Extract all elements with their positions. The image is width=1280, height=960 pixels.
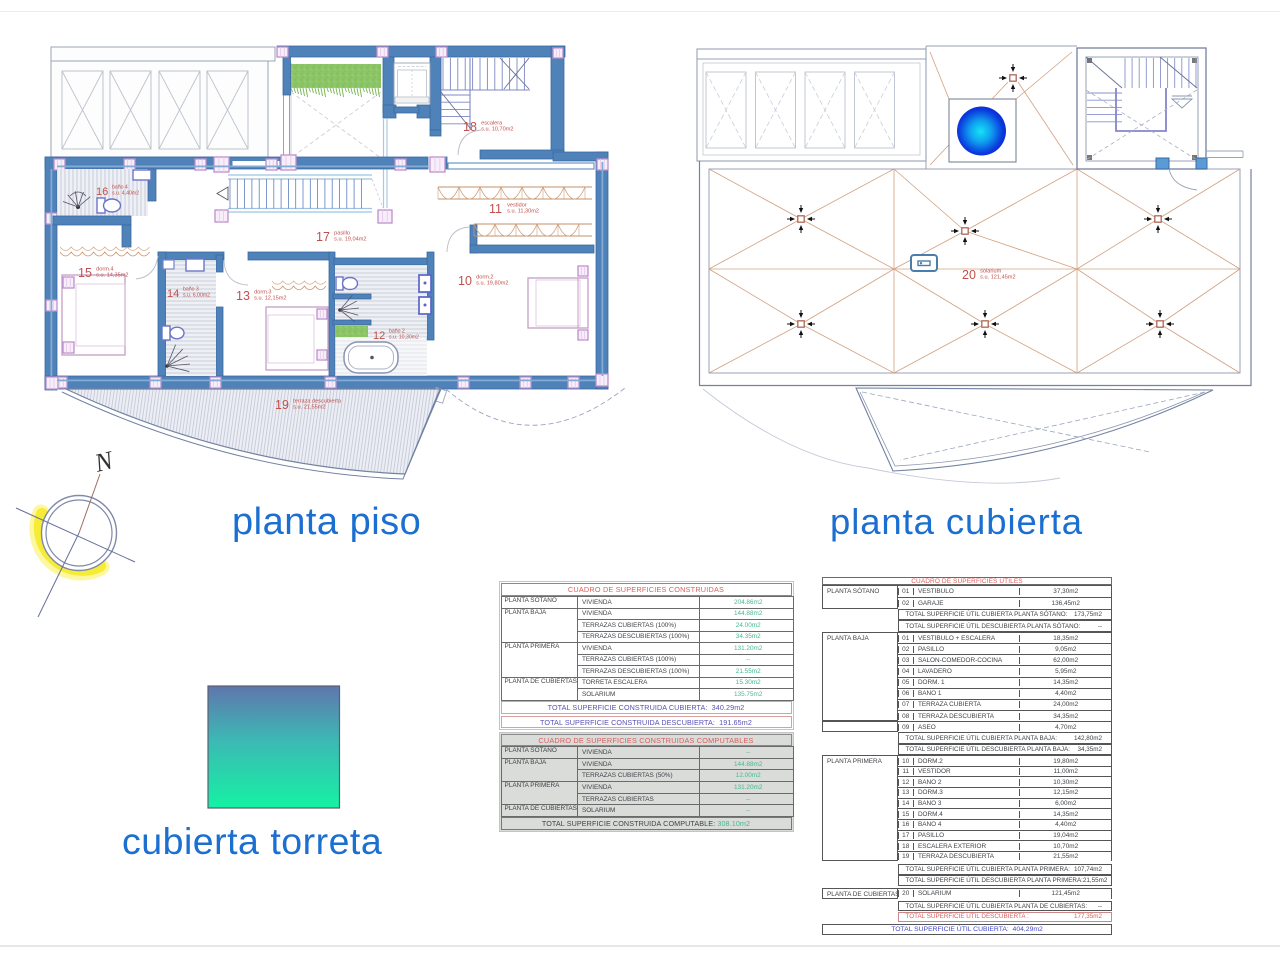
- svg-text:baño 4: baño 4: [112, 185, 128, 191]
- svg-text:19: 19: [275, 398, 289, 412]
- svg-text:s.u. 21,55m2: s.u. 21,55m2: [293, 404, 325, 410]
- svg-text:N: N: [91, 445, 117, 478]
- svg-text:13: 13: [236, 289, 250, 303]
- svg-text:dorm.2: dorm.2: [476, 275, 493, 281]
- svg-text:escalera: escalera: [481, 121, 503, 127]
- svg-text:s.u. 4,40m2: s.u. 4,40m2: [112, 190, 139, 196]
- svg-text:s.u. 121,45m2: s.u. 121,45m2: [980, 274, 1015, 280]
- svg-text:s.u. 19,04m2: s.u. 19,04m2: [334, 236, 366, 242]
- svg-text:pasillo: pasillo: [334, 231, 350, 237]
- svg-text:dorm.3: dorm.3: [254, 290, 271, 296]
- svg-text:17: 17: [316, 230, 330, 244]
- svg-text:baño 2: baño 2: [389, 329, 405, 335]
- svg-text:s.u. 10,30m2: s.u. 10,30m2: [389, 334, 419, 340]
- svg-text:18: 18: [463, 120, 477, 134]
- svg-text:solarium: solarium: [980, 269, 1001, 275]
- svg-text:s.u. 10,70m2: s.u. 10,70m2: [481, 126, 513, 132]
- svg-text:10: 10: [458, 274, 472, 288]
- svg-text:s.u. 14,35m2: s.u. 14,35m2: [96, 272, 128, 278]
- svg-text:vestidor: vestidor: [507, 203, 527, 209]
- svg-text:14: 14: [167, 288, 179, 300]
- svg-text:20: 20: [962, 268, 976, 282]
- svg-text:dorm.4: dorm.4: [96, 267, 113, 273]
- svg-text:16: 16: [96, 186, 108, 198]
- svg-text:15: 15: [78, 266, 92, 280]
- svg-text:11: 11: [489, 202, 502, 216]
- svg-text:12: 12: [373, 330, 385, 342]
- svg-text:s.u. 12,15m2: s.u. 12,15m2: [254, 295, 286, 301]
- svg-text:s.u. 19,80m2: s.u. 19,80m2: [476, 280, 508, 286]
- svg-text:baño 3: baño 3: [183, 287, 199, 293]
- svg-text:terraza descubierta: terraza descubierta: [293, 399, 342, 405]
- svg-text:s.u. 11,30m2: s.u. 11,30m2: [507, 208, 539, 214]
- svg-text:s.u. 6,00m2: s.u. 6,00m2: [183, 292, 210, 298]
